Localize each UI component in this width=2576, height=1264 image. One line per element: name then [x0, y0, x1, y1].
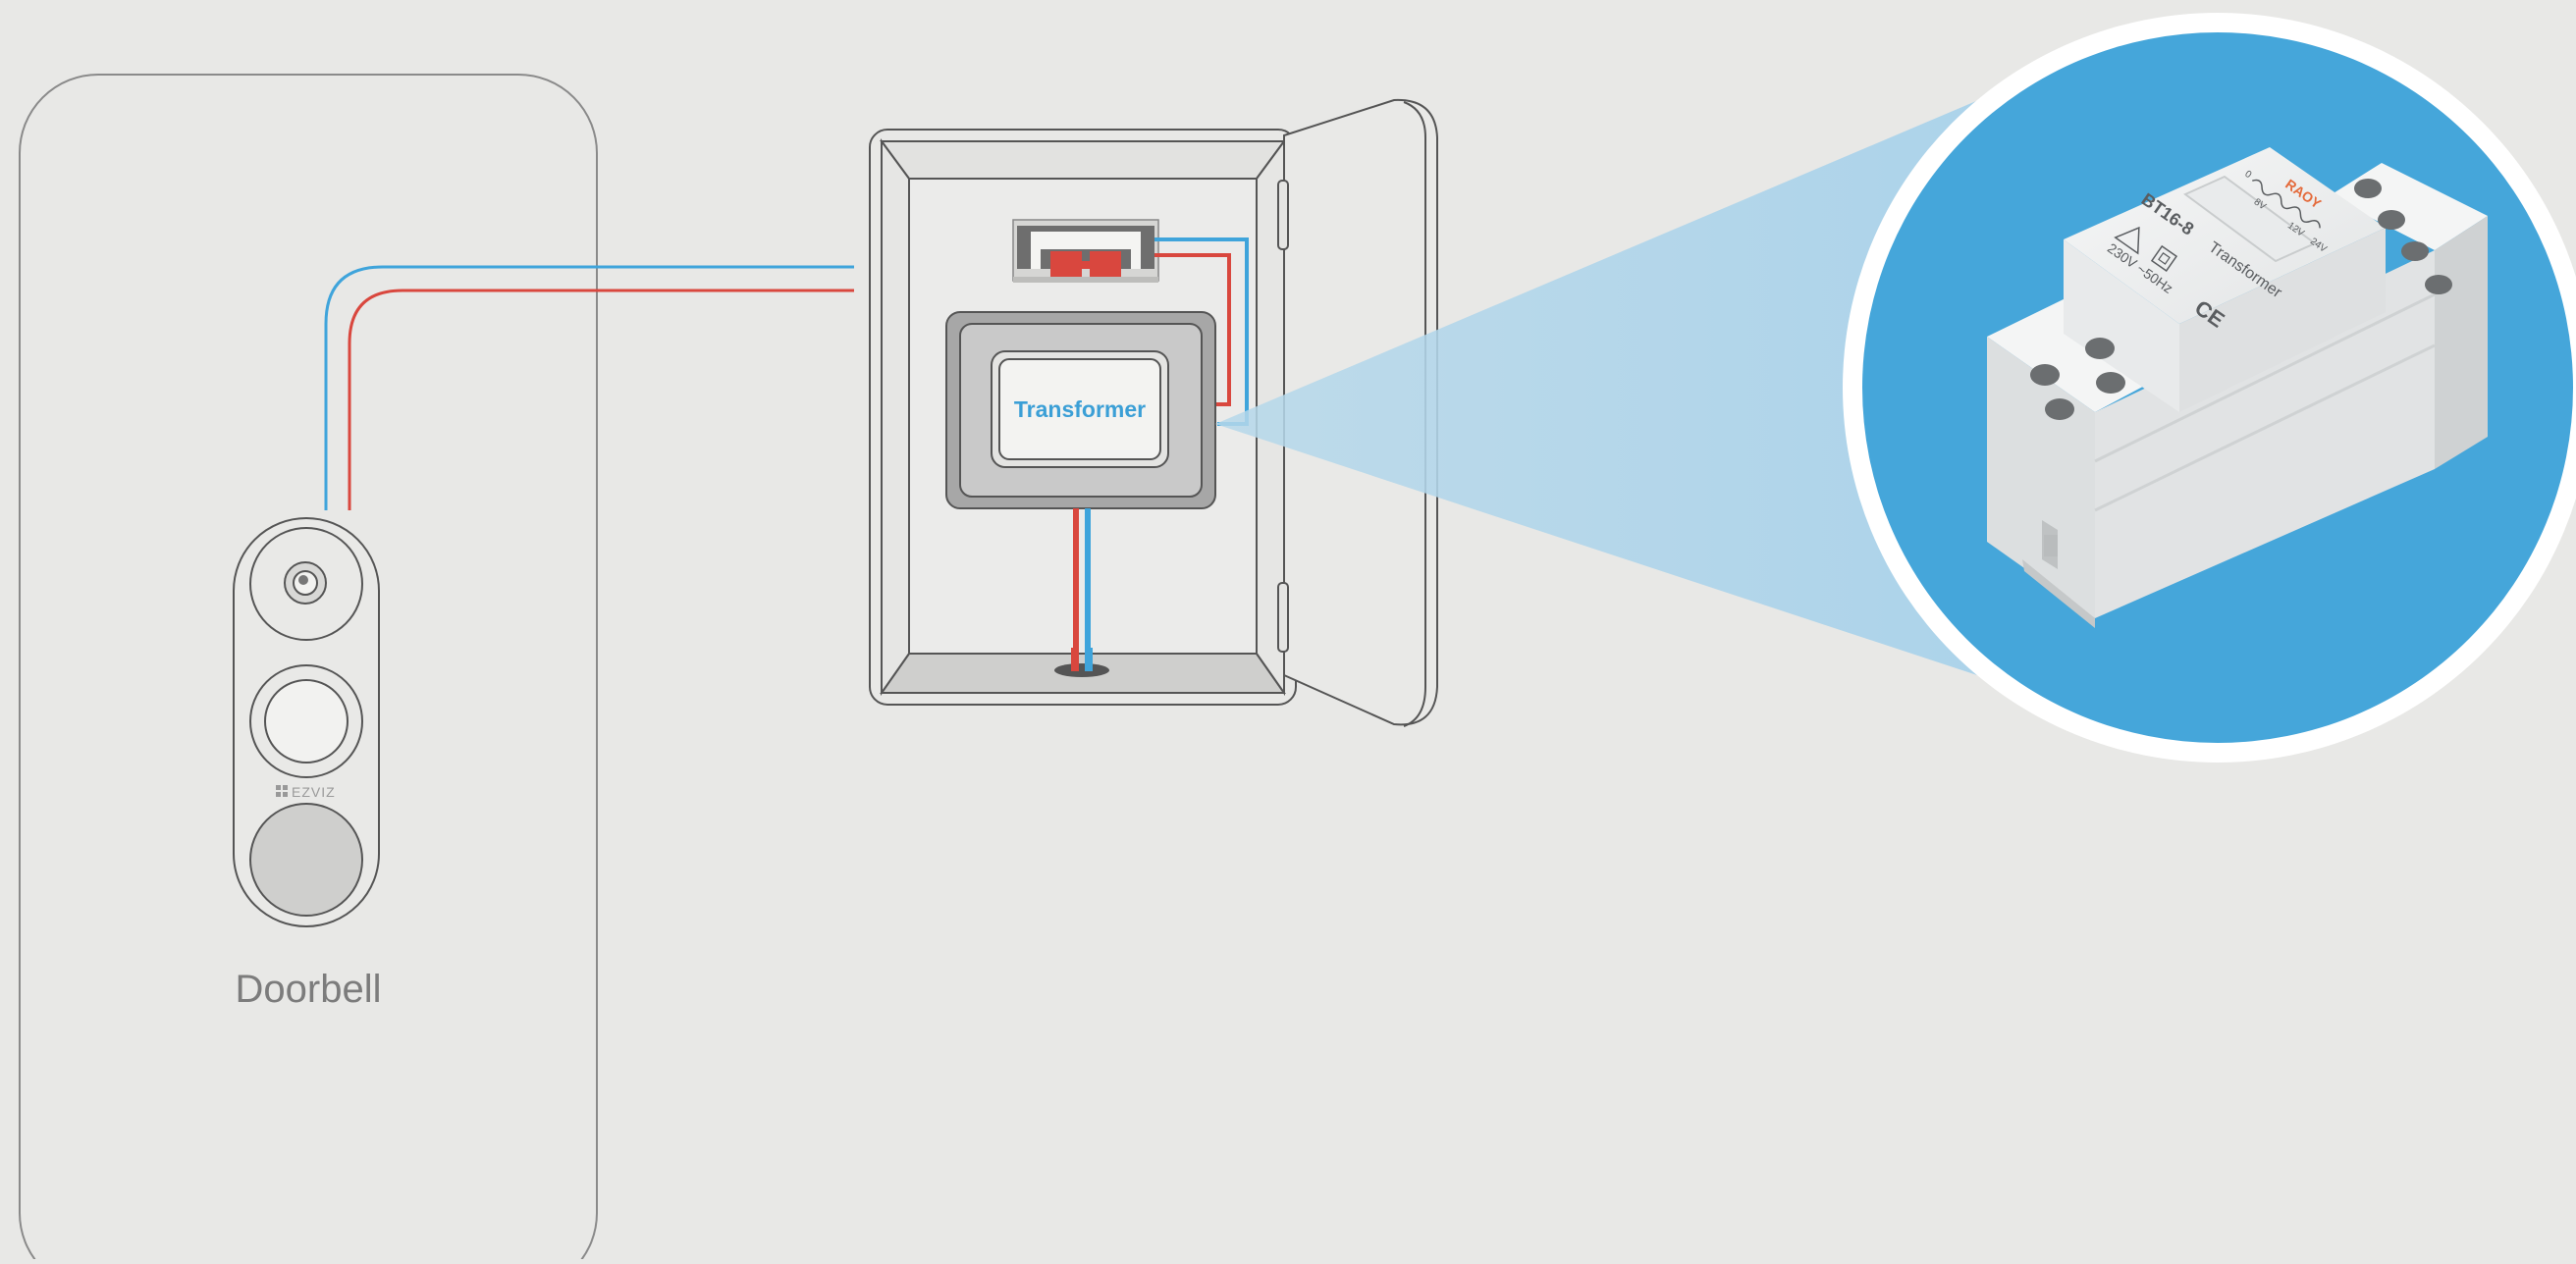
terminal-block [1012, 219, 1159, 283]
door-hinge-bottom [1277, 582, 1289, 653]
supply-wires [1073, 508, 1091, 669]
double-insulation-icon [2150, 244, 2178, 273]
motion-sensor-icon [249, 664, 363, 778]
ezviz-logo-icon: EZVIZ [276, 784, 336, 800]
warning-triangle-icon [2114, 226, 2140, 255]
magnified-view: BT16-8 Transformer 230V ~50Hz CE RAOY 0 … [1843, 13, 2576, 763]
doorbell-brand: EZVIZ [292, 784, 336, 800]
wall-panel [19, 74, 598, 1264]
camera-housing [249, 527, 363, 641]
doorbell-wires [324, 265, 854, 510]
box-left-wall [881, 137, 910, 697]
camera-lens-icon [284, 561, 327, 605]
terminal-mark-0: 0 [2242, 169, 2253, 181]
transformer-unit: Transformer [945, 311, 1216, 509]
blue-wire [324, 265, 854, 510]
magnification-beam [1215, 98, 1983, 677]
box-top-wall [880, 140, 1286, 180]
transformer-label: Transformer [1014, 396, 1146, 422]
cable-entry-hole [1054, 663, 1109, 677]
doorbell-button-icon [249, 803, 363, 917]
red-wire [348, 289, 854, 510]
door-hinge-top [1277, 180, 1289, 250]
doorbell-label: Doorbell [236, 968, 382, 1011]
doorbell-device: EZVIZ [233, 517, 380, 927]
din-rail-transformer: BT16-8 Transformer 230V ~50Hz CE RAOY 0 … [1987, 147, 2488, 628]
